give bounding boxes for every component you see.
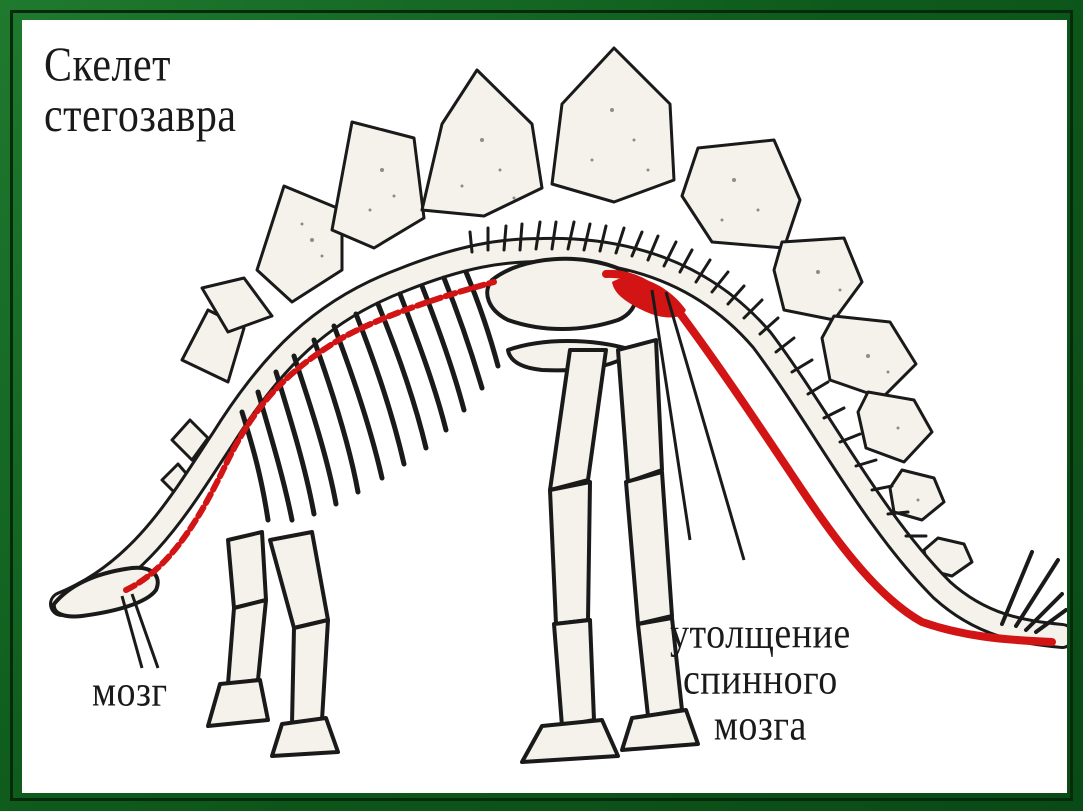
plate — [332, 122, 424, 248]
plate — [682, 140, 800, 248]
cord-label-line-3: мозга — [670, 704, 851, 750]
plate — [552, 48, 674, 202]
fore-legs — [208, 532, 338, 756]
cord-label-line-1: утолщение — [670, 612, 851, 658]
title-line-1: Скелет — [44, 40, 237, 91]
skull — [54, 568, 158, 617]
spinal-cord-enlargement-label: утолщение спинного мозга — [670, 612, 851, 750]
title-line-2: стегозавра — [44, 91, 237, 142]
plate — [858, 392, 932, 462]
cord-label-line-2: спинного — [670, 658, 851, 704]
plate — [422, 70, 542, 216]
plate — [774, 238, 862, 320]
diagram-title: Скелет стегозавра — [44, 40, 237, 141]
brain-label: мозг — [92, 670, 168, 716]
illustration-panel: Скелет стегозавра мозг утолщение спинног… — [22, 20, 1067, 793]
plate — [257, 186, 342, 302]
ribs — [242, 272, 498, 520]
